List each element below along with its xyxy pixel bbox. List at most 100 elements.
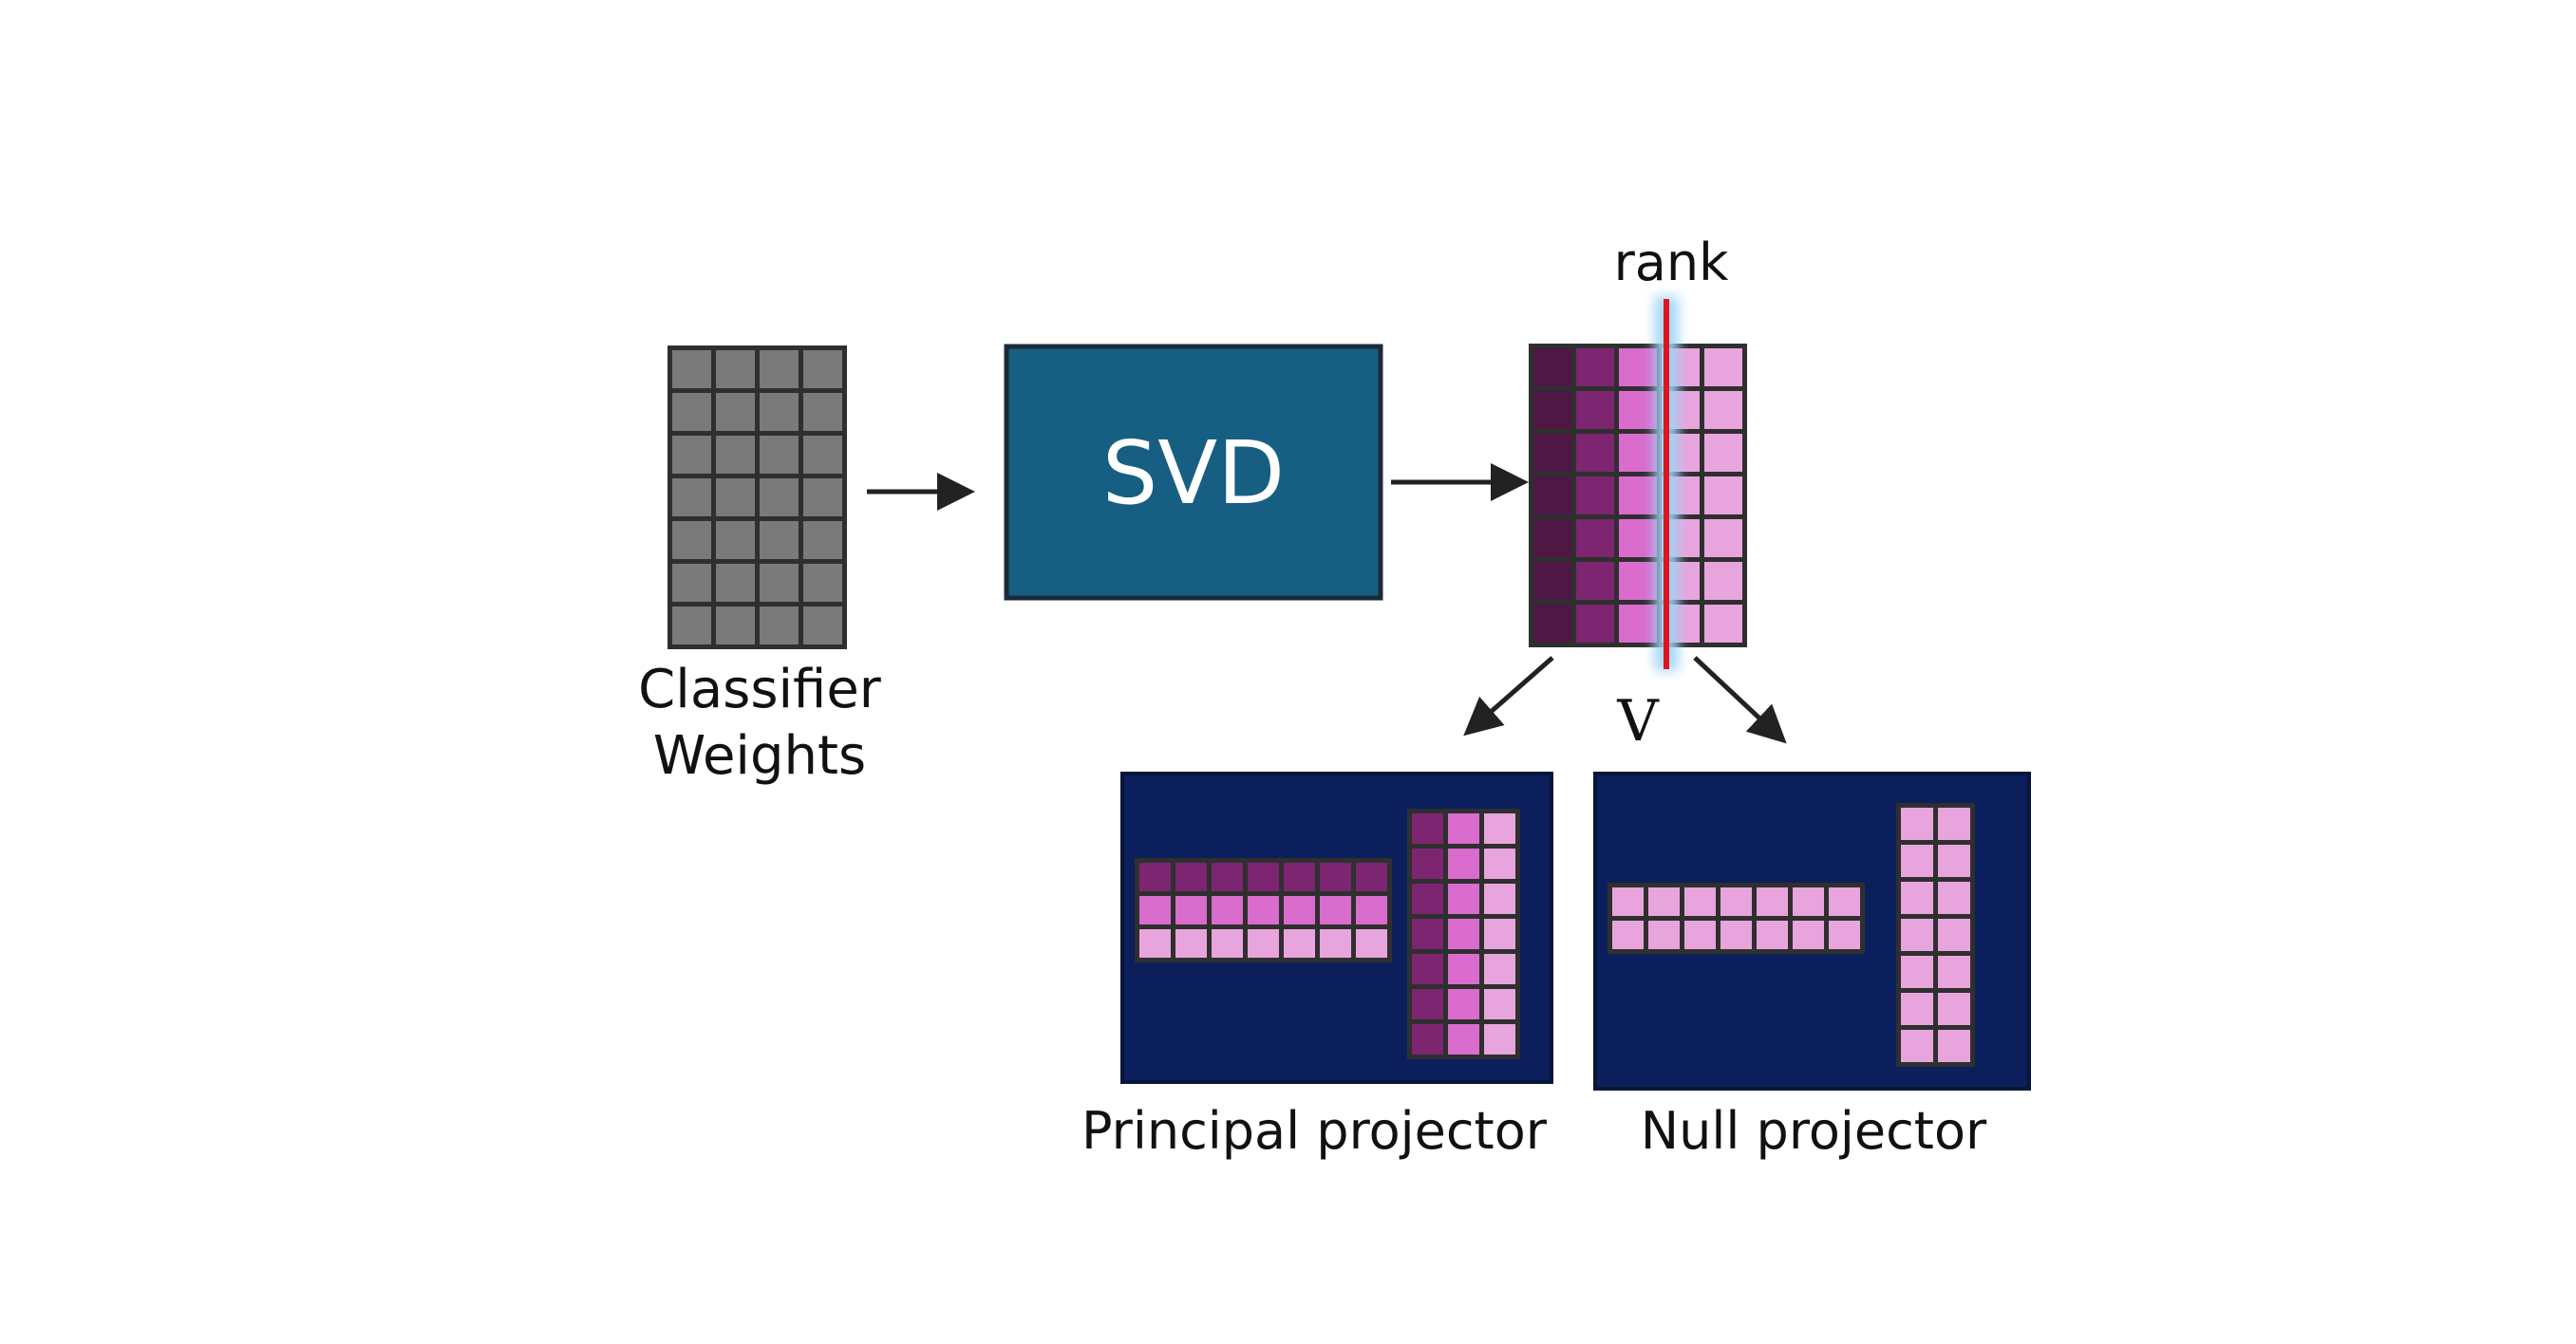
null-col-cell	[1901, 845, 1933, 877]
weights-cell	[716, 607, 755, 644]
principal-row-cell	[1356, 896, 1387, 924]
v-cell	[1704, 519, 1742, 557]
principal-col-cell	[1484, 989, 1515, 1019]
weights-cell	[672, 521, 711, 559]
null-row-cell	[1793, 921, 1824, 949]
v-cell	[1619, 391, 1657, 429]
weights-cell	[803, 436, 842, 474]
weights-cell	[803, 478, 842, 516]
principal-row-cell	[1212, 863, 1243, 891]
null-row-cell	[1793, 887, 1824, 916]
v-cell	[1704, 348, 1742, 386]
null-row-cell	[1720, 921, 1752, 949]
weights-cell	[672, 607, 711, 644]
principal-col-cell	[1412, 919, 1443, 949]
null-column-block	[1896, 803, 1975, 1067]
null-row-cell	[1757, 921, 1788, 949]
weights-cell	[716, 350, 755, 388]
principal-col-cell	[1484, 849, 1515, 879]
weights-cell	[760, 521, 799, 559]
null-projector-label: Null projector	[1641, 1101, 1987, 1161]
null-col-cell	[1901, 993, 1933, 1025]
v-cell	[1704, 476, 1742, 514]
weights-cell	[672, 564, 711, 602]
principal-row-cell	[1356, 863, 1387, 891]
principal-row-cell	[1139, 929, 1171, 958]
v-cell	[1533, 605, 1571, 643]
svd-label: SVD	[1102, 422, 1285, 524]
principal-col-cell	[1448, 1024, 1479, 1055]
v-matrix	[1529, 344, 1747, 647]
weights-cell	[760, 478, 799, 516]
principal-col-cell	[1448, 954, 1479, 984]
principal-col-cell	[1484, 813, 1515, 844]
principal-col-cell	[1412, 813, 1443, 844]
weights-cell	[716, 521, 755, 559]
weights-cell	[760, 564, 799, 602]
null-col-cell	[1901, 882, 1933, 914]
svd-box	[1004, 344, 1383, 601]
null-row-cell	[1648, 887, 1680, 916]
v-cell	[1533, 348, 1571, 386]
null-row-cell	[1684, 887, 1716, 916]
weights-cell	[803, 521, 842, 559]
weights-cell	[672, 478, 711, 516]
principal-row-cell	[1284, 929, 1315, 958]
v-cell	[1533, 476, 1571, 514]
rank-label: rank	[1614, 233, 1730, 292]
v-cell	[1533, 434, 1571, 472]
weights-cell	[803, 607, 842, 644]
principal-col-cell	[1484, 919, 1515, 949]
principal-row-cell	[1248, 896, 1279, 924]
principal-col-cell	[1448, 919, 1479, 949]
v-cell	[1576, 434, 1614, 472]
weights-cell	[803, 350, 842, 388]
weights-cell	[803, 564, 842, 602]
principal-row-cell	[1356, 929, 1387, 958]
null-row-cell	[1720, 887, 1752, 916]
classifier-label-line1: Classifier	[638, 659, 882, 720]
v-cell	[1533, 519, 1571, 557]
principal-row-cell	[1139, 896, 1171, 924]
principal-col-cell	[1448, 884, 1479, 914]
null-row-cell	[1829, 887, 1860, 916]
principal-row-cell	[1320, 863, 1351, 891]
principal-row-cell	[1212, 896, 1243, 924]
principal-row-cell	[1284, 863, 1315, 891]
principal-col-cell	[1484, 1024, 1515, 1055]
v-cell	[1619, 348, 1657, 386]
v-cell	[1619, 562, 1657, 600]
v-cell	[1619, 476, 1657, 514]
principal-col-cell	[1448, 813, 1479, 844]
weights-cell	[760, 607, 799, 644]
classifier-weights-matrix	[668, 345, 847, 649]
v-cell	[1704, 434, 1742, 472]
weights-cell	[716, 436, 755, 474]
null-col-cell	[1901, 956, 1933, 988]
principal-row-cell	[1248, 929, 1279, 958]
v-cell	[1619, 434, 1657, 472]
null-col-cell	[1938, 956, 1970, 988]
v-cell	[1619, 605, 1657, 643]
principal-row-cell	[1212, 929, 1243, 958]
null-col-cell	[1938, 882, 1970, 914]
principal-col-cell	[1484, 884, 1515, 914]
v-cell	[1576, 391, 1614, 429]
weights-cell	[672, 393, 711, 431]
principal-col-cell	[1412, 884, 1443, 914]
null-col-cell	[1901, 808, 1933, 840]
principal-col-cell	[1412, 989, 1443, 1019]
principal-row-block	[1135, 858, 1392, 962]
principal-col-cell	[1412, 849, 1443, 879]
weights-cell	[760, 393, 799, 431]
weights-cell	[672, 436, 711, 474]
null-col-cell	[1938, 1030, 1970, 1062]
principal-row-cell	[1175, 863, 1207, 891]
null-row-cell	[1757, 887, 1788, 916]
v-cell	[1576, 562, 1614, 600]
null-row-block	[1608, 883, 1865, 954]
weights-cell	[716, 564, 755, 602]
principal-row-cell	[1284, 896, 1315, 924]
weights-cell	[803, 393, 842, 431]
